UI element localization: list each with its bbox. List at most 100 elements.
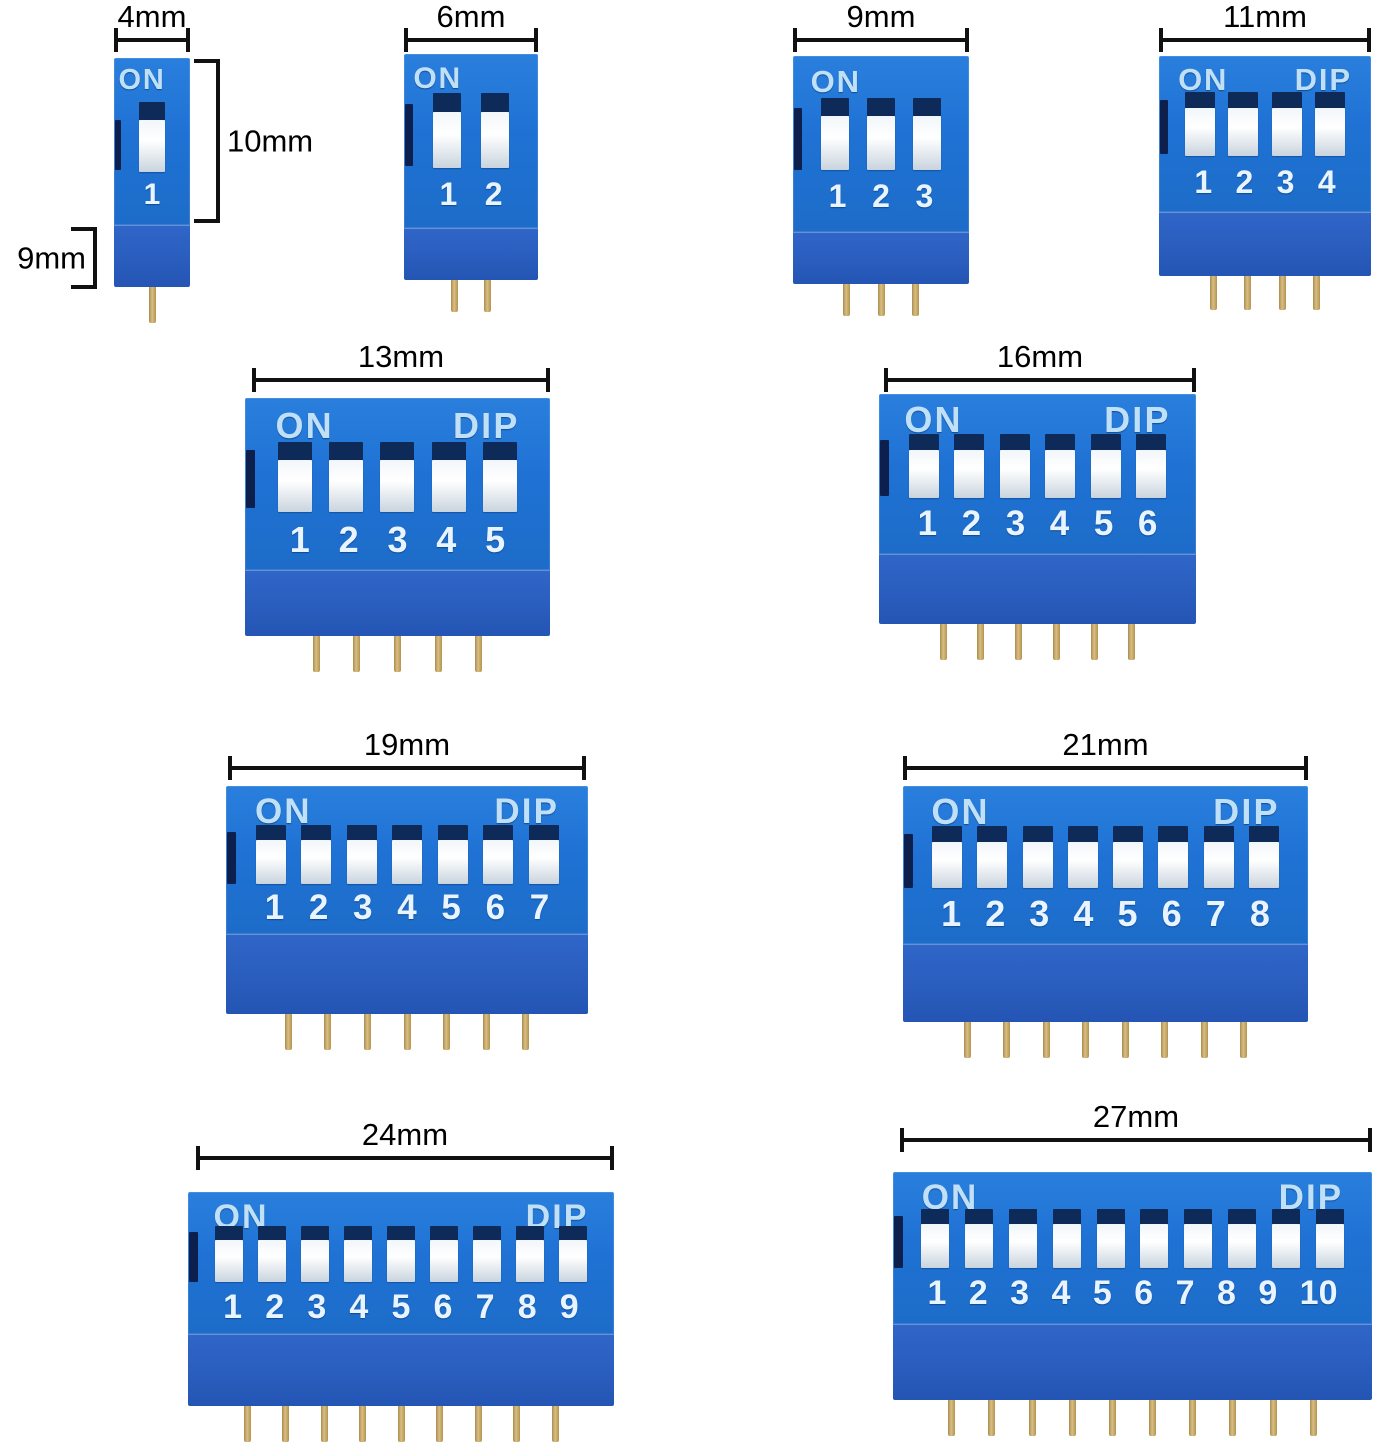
position-number: 3: [1276, 164, 1295, 200]
switch-actuator[interactable]: [380, 442, 415, 512]
switch-legend: ON DIP: [879, 402, 1196, 438]
dimension-cap-bottom: [71, 285, 97, 289]
switch-actuator[interactable]: [1184, 91, 1215, 156]
switch-actuator[interactable]: [215, 1225, 243, 1282]
switch-actuator[interactable]: [1008, 1209, 1037, 1268]
switch-actuator[interactable]: [1090, 433, 1121, 498]
dimension-cap-right: [1192, 368, 1196, 392]
switch-actuator[interactable]: [559, 1225, 587, 1282]
pin: [148, 287, 156, 323]
switch-body: ON DIP 1 2 3 4 5: [245, 398, 550, 570]
dip-switch-10-position[interactable]: ON DIP 1 2 3 4 5 6 7 8 9 10: [893, 1172, 1372, 1436]
dimension-cap-right: [534, 28, 538, 52]
dip-switch-6-position[interactable]: ON DIP 1 2 3 4 5 6: [879, 394, 1196, 660]
switch-actuator[interactable]: [1228, 91, 1259, 156]
dimension-label: 24mm: [361, 1117, 449, 1152]
switch-actuator[interactable]: [301, 1225, 329, 1282]
switch-actuator[interactable]: [999, 433, 1030, 498]
pin-row: [879, 624, 1196, 660]
switch-actuator[interactable]: [301, 825, 331, 884]
switch-actuator[interactable]: [139, 102, 165, 172]
switch-actuator[interactable]: [329, 442, 364, 512]
dimension-cap-left: [1159, 28, 1163, 52]
dimension-line: [93, 227, 97, 289]
switch-actuator[interactable]: [1203, 826, 1234, 888]
switch-actuator[interactable]: [473, 1225, 501, 1282]
pin: [522, 1014, 530, 1050]
switch-body: ON DIP 1 2 3 4 5 6 7: [226, 786, 588, 934]
switch-actuator[interactable]: [516, 1225, 544, 1282]
switch-actuator[interactable]: [1158, 826, 1189, 888]
switch-actuator[interactable]: [278, 442, 313, 512]
switch-actuator[interactable]: [932, 826, 963, 888]
switch-actuator[interactable]: [1140, 1209, 1169, 1268]
dip-switch-3-position[interactable]: ON 1 2 3: [793, 56, 969, 316]
switch-actuator[interactable]: [344, 1225, 372, 1282]
switch-actuator[interactable]: [432, 92, 461, 168]
switch-actuator[interactable]: [1096, 1209, 1125, 1268]
actuator-row: [226, 825, 588, 884]
switch-actuator[interactable]: [1248, 826, 1279, 888]
pin: [948, 1400, 956, 1436]
switch-actuator[interactable]: [920, 1209, 949, 1268]
switch-actuator[interactable]: [387, 1225, 415, 1282]
position-number: 5: [1093, 504, 1114, 543]
dip-switch-1-position[interactable]: ON 1: [114, 58, 190, 328]
position-number: 6: [485, 888, 506, 927]
dimension-cap-left: [196, 1146, 200, 1170]
pin: [1161, 1022, 1169, 1058]
switch-actuator[interactable]: [908, 433, 939, 498]
switch-actuator[interactable]: [482, 442, 517, 512]
switch-actuator[interactable]: [437, 825, 468, 884]
switch-actuator[interactable]: [1272, 1209, 1301, 1268]
switch-actuator[interactable]: [821, 97, 849, 170]
switch-actuator[interactable]: [1067, 826, 1098, 888]
switch-actuator[interactable]: [255, 825, 286, 884]
pin: [912, 284, 920, 316]
switch-actuator[interactable]: [1045, 433, 1076, 498]
switch-actuator[interactable]: [346, 825, 377, 884]
switch-actuator[interactable]: [430, 1225, 458, 1282]
dip-switch-8-position[interactable]: ON DIP 1 2 3 4 5 6 7 8: [903, 786, 1308, 1058]
actuator-row: [903, 826, 1308, 888]
dimension-width-19mm: 19mm: [228, 728, 586, 780]
pin: [988, 1400, 996, 1436]
switch-actuator[interactable]: [1316, 1209, 1345, 1268]
position-number: 5: [1092, 1274, 1112, 1312]
switch-legend: ON: [114, 66, 190, 95]
dimension-cap-left: [404, 28, 408, 52]
dip-switch-9-position[interactable]: ON DIP 1 2 3 4 5 6 7 8 9: [188, 1192, 614, 1442]
switch-actuator[interactable]: [1022, 826, 1053, 888]
dip-switch-4-position[interactable]: ON DIP 1 2 3 4: [1159, 56, 1371, 312]
switch-actuator[interactable]: [392, 825, 422, 884]
dip-switch-5-position[interactable]: ON DIP 1 2 3 4 5: [245, 398, 550, 672]
pin: [939, 624, 947, 660]
pin-row: [404, 280, 538, 312]
switch-actuator[interactable]: [1228, 1209, 1257, 1268]
dimension-line: [900, 1138, 1372, 1142]
pin-row: [793, 284, 969, 316]
switch-actuator[interactable]: [431, 442, 466, 512]
legend-dip-label: DIP: [1213, 791, 1280, 832]
switch-actuator[interactable]: [1113, 826, 1144, 888]
dip-switch-7-position[interactable]: ON DIP 1 2 3 4 5 6 7: [226, 786, 588, 1050]
switch-actuator[interactable]: [1184, 1209, 1213, 1268]
position-number: 1: [289, 519, 310, 560]
switch-legend: ON DIP: [245, 408, 550, 444]
switch-actuator[interactable]: [977, 826, 1008, 888]
switch-actuator[interactable]: [481, 92, 510, 168]
pin: [363, 1014, 371, 1050]
switch-actuator[interactable]: [867, 97, 895, 170]
pin: [1068, 1400, 1076, 1436]
dip-switch-2-position[interactable]: ON 1 2: [404, 54, 538, 312]
switch-actuator[interactable]: [483, 825, 513, 884]
switch-actuator[interactable]: [954, 433, 985, 498]
switch-actuator[interactable]: [964, 1209, 993, 1268]
switch-actuator[interactable]: [528, 825, 559, 884]
switch-actuator[interactable]: [1271, 91, 1302, 156]
switch-actuator[interactable]: [1315, 91, 1346, 156]
switch-actuator[interactable]: [1136, 433, 1167, 498]
switch-actuator[interactable]: [258, 1225, 286, 1282]
switch-actuator[interactable]: [1052, 1209, 1081, 1268]
switch-actuator[interactable]: [913, 97, 941, 170]
